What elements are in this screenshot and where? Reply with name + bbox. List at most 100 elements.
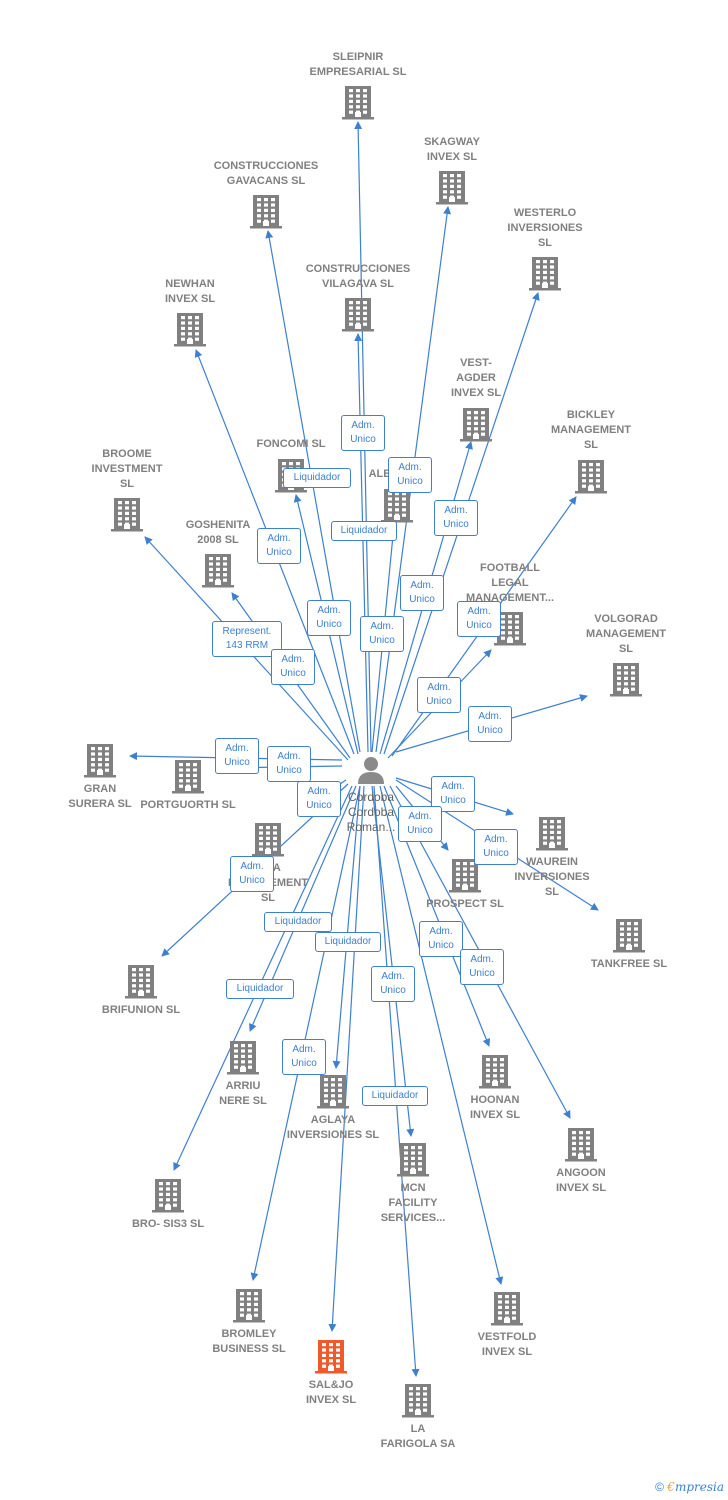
building-icon-westerlo[interactable] — [529, 257, 561, 291]
building-icon-angoon[interactable] — [565, 1128, 597, 1162]
building-icon-bickley[interactable] — [575, 460, 607, 494]
center-person-label[interactable]: Cordoba Cordoba Roman... — [346, 790, 396, 834]
person-icon[interactable] — [358, 757, 384, 784]
relation-label-r27: Adm. Unico — [460, 949, 504, 985]
building-icon-newhan[interactable] — [174, 313, 206, 347]
building-icon-farigola[interactable] — [402, 1384, 434, 1418]
relation-label-r1: Adm. Unico — [341, 415, 385, 451]
edge-vestfold — [379, 785, 504, 1285]
building-icon-arriu[interactable] — [227, 1041, 259, 1075]
relation-label-r10: Adm. Unico — [400, 575, 444, 611]
building-icon-saljo[interactable] — [315, 1340, 347, 1374]
relation-label-r25: Liquidador — [226, 979, 294, 999]
company-label-farigola[interactable]: LA FARIGOLA SA — [380, 1423, 456, 1450]
company-label-prospect[interactable]: PROSPECT SL — [426, 898, 504, 910]
company-label-arriu[interactable]: ARRIU NERE SL — [219, 1080, 267, 1107]
edge-brosis3 — [173, 785, 353, 1171]
edge-farigola — [373, 785, 420, 1377]
building-icon-sleipnir[interactable] — [342, 86, 374, 120]
relation-label-r23: Adm. Unico — [230, 856, 274, 892]
building-icon-vilagava[interactable] — [342, 298, 374, 332]
relation-label-r2: Liquidador — [283, 468, 351, 488]
relation-label-r26: Adm. Unico — [371, 966, 415, 1002]
building-icon-bromley[interactable] — [233, 1289, 265, 1323]
copyright-symbol: © — [655, 1480, 664, 1494]
relation-label-r6: Adm. Unico — [257, 528, 301, 564]
relation-label-r8: Adm. Unico — [307, 600, 351, 636]
company-label-tankfree[interactable]: TANKFREE SL — [590, 958, 668, 970]
company-label-bromley[interactable]: BROMLEY BUSINESS SL — [212, 1328, 286, 1355]
building-icon-tankfree[interactable] — [613, 919, 645, 953]
building-icon-brifunion[interactable] — [125, 965, 157, 999]
company-label-foncomi[interactable]: FONCOMI SL — [256, 438, 326, 450]
company-label-waurein[interactable]: WAUREIN INVERSIONES SL — [514, 856, 590, 898]
company-label-mcn[interactable]: MCN FACILITY SERVICES... — [380, 1182, 446, 1224]
company-label-newhan[interactable]: NEWHAN INVEX SL — [164, 278, 216, 305]
building-icon-waurein[interactable] — [536, 817, 568, 851]
relation-label-r24: Adm. Unico — [419, 921, 463, 957]
company-label-saljo[interactable]: SAL&JO INVEX SL — [305, 1379, 357, 1406]
building-icon-goshenita[interactable] — [202, 554, 234, 588]
edge-aglaya — [332, 785, 361, 1069]
copyright-notice: © €mpresia — [655, 1480, 724, 1494]
building-icon-broome[interactable] — [111, 498, 143, 532]
company-label-hoonan[interactable]: HOONAN INVEX SL — [469, 1094, 521, 1121]
nodes-layer — [84, 86, 645, 1418]
company-label-angoon[interactable]: ANGOON INVEX SL — [555, 1167, 607, 1194]
company-label-sleipnir[interactable]: SLEIPNIR EMPRESARIAL SL — [309, 51, 407, 78]
relation-label-r19: Adm. Unico — [398, 806, 442, 842]
building-icon-portguorth[interactable] — [172, 760, 204, 794]
company-label-goshenita[interactable]: GOSHENITA 2008 SL — [185, 519, 251, 546]
company-label-vilagava[interactable]: CONSTRUCCIONES VILAGAVA SL — [305, 263, 411, 290]
relation-label-r21: Liquidador — [264, 912, 332, 932]
relation-label-r11: Adm. Unico — [457, 601, 501, 637]
company-label-gransurera[interactable]: GRAN SURERA SL — [68, 783, 132, 810]
relation-label-r12: Adm. Unico — [271, 649, 315, 685]
company-label-portguorth[interactable]: PORTGUORTH SL — [140, 799, 236, 811]
relation-label-r4: Liquidador — [331, 521, 397, 541]
relation-label-r7: Represent. 143 RRM — [212, 621, 282, 657]
building-icon-moa[interactable] — [252, 823, 284, 857]
relation-label-r16: Adm. Unico — [267, 746, 311, 782]
building-icon-brosis3[interactable] — [152, 1179, 184, 1213]
company-label-vestagder[interactable]: VEST- AGDER INVEX SL — [450, 357, 502, 399]
edge-vilagava — [354, 333, 369, 753]
building-icon-football[interactable] — [494, 612, 526, 646]
relation-label-r5: Adm. Unico — [434, 500, 478, 536]
company-label-brifunion[interactable]: BRIFUNION SL — [101, 1004, 181, 1016]
company-label-brosis3[interactable]: BRO- SIS3 SL — [131, 1218, 205, 1230]
company-label-aglaya[interactable]: AGLAYA INVERSIONES SL — [286, 1114, 380, 1141]
building-icon-aglaya[interactable] — [317, 1075, 349, 1109]
relation-label-r29: Liquidador — [362, 1086, 428, 1106]
building-icon-mcn[interactable] — [397, 1143, 429, 1177]
relation-label-r18: Adm. Unico — [431, 776, 475, 812]
building-icon-vestagder[interactable] — [460, 408, 492, 442]
building-icon-alex[interactable] — [381, 489, 413, 523]
building-icon-vestfold[interactable] — [491, 1292, 523, 1326]
company-label-volgorad[interactable]: VOLGORAD MANAGEMENT SL — [585, 613, 667, 655]
company-label-vestfold[interactable]: VESTFOLD INVEX SL — [477, 1331, 537, 1358]
building-icon-gransurera[interactable] — [84, 744, 116, 778]
building-icon-volgorad[interactable] — [610, 663, 642, 697]
building-icon-prospect[interactable] — [449, 859, 481, 893]
company-label-broome[interactable]: BROOME INVESTMENT SL — [91, 448, 163, 490]
building-icon-gavacans[interactable] — [250, 195, 282, 229]
relation-label-r13: Adm. Unico — [417, 677, 461, 713]
relation-label-r22: Liquidador — [315, 932, 381, 952]
building-icon-skagway[interactable] — [436, 171, 468, 205]
brand-logo-text: mpresia — [674, 1480, 724, 1494]
relation-label-r15: Adm. Unico — [215, 738, 259, 774]
company-label-skagway[interactable]: SKAGWAY INVEX SL — [424, 136, 480, 163]
company-label-westerlo[interactable]: WESTERLO INVERSIONES SL — [507, 207, 583, 249]
relation-label-r14: Adm. Unico — [468, 706, 512, 742]
brand-logo[interactable]: €mpresia — [667, 1480, 724, 1494]
edge-saljo — [328, 785, 365, 1332]
relation-label-r3: Adm. Unico — [388, 457, 432, 493]
building-icon-hoonan[interactable] — [479, 1055, 511, 1089]
company-label-bickley[interactable]: BICKLEY MANAGEMENT SL — [550, 409, 632, 451]
company-label-gavacans[interactable]: CONSTRUCCIONES GAVACANS SL — [213, 160, 319, 187]
brand-logo-initial: € — [667, 1480, 675, 1494]
edge-bromley — [250, 785, 361, 1281]
edge-gavacans — [265, 230, 361, 753]
company-label-football[interactable]: FOOTBALL LEGAL MANAGEMENT... — [466, 562, 554, 604]
